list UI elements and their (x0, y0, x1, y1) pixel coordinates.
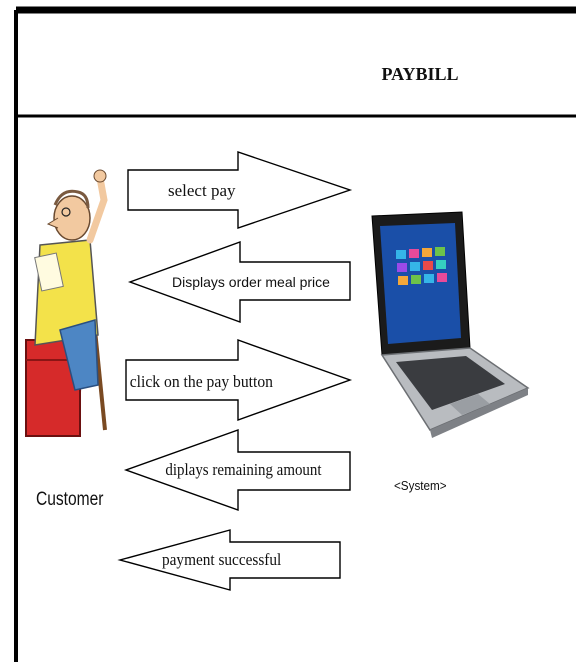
system-label: <System> (394, 478, 447, 493)
message-arrow-4 (123, 429, 351, 511)
page-title: PAYBILL (381, 64, 458, 84)
message-label-5: payment successful (162, 551, 282, 569)
laptop-icon (371, 211, 530, 438)
message-arrow-1 (127, 151, 353, 229)
message-label-1: select pay (168, 181, 236, 200)
message-label-3: click on the pay button (130, 371, 273, 391)
message-label-2: Displays order meal price (172, 274, 330, 290)
message-arrow-2 (127, 241, 351, 323)
message-label-4: diplays remaining amount (165, 461, 322, 479)
customer-cartoon-icon (25, 169, 108, 437)
message-arrow-3 (125, 339, 353, 421)
customer-label: Customer (36, 488, 104, 510)
message-arrow-5 (117, 529, 341, 591)
